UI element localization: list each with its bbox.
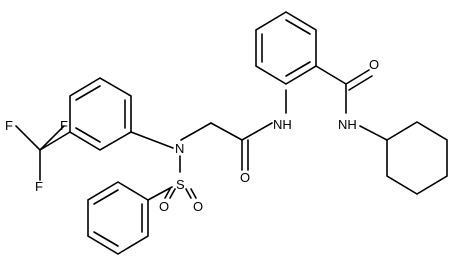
atom-label-sulfonamide-nitrogen: N — [175, 141, 184, 156]
phenyl-inner-double-bond-3 — [93, 231, 119, 247]
bond-c-f-top-left — [15, 125, 41, 151]
atom-label-sulfonyl-oxygen-right: O — [193, 199, 203, 214]
atom-label-fluorine-bottom: F — [35, 179, 43, 194]
bond-carbonyl-nh — [241, 122, 273, 141]
bond-sulfur-oxygen-right — [185, 188, 192, 199]
atom-label-amide-oxygen-right: O — [369, 57, 379, 72]
anthranil-inner-double-bond-3 — [285, 61, 311, 77]
atom-label-fluorine-top-right: F — [60, 118, 68, 133]
bond-nh-cyclohexyl — [359, 125, 388, 141]
atom-label-fluorine-top-left: F — [5, 118, 13, 133]
atom-label-sulfonyl-oxygen-left: O — [159, 199, 169, 214]
bond-carbonyl-oxygen-right — [345, 69, 370, 85]
atom-label-aniline-nh: NH — [273, 117, 292, 132]
bond-sulfur-oxygen-right-double — [190, 188, 197, 199]
ring-cyclohexyl — [386, 121, 448, 195]
bond-layer — [15, 11, 448, 255]
bond-nitrogen-ch2 — [180, 122, 212, 141]
ring-inner-double-bond-3 — [75, 127, 101, 143]
bond-sulfur-oxygen-left — [164, 188, 171, 199]
bond-cf3-ring — [39, 131, 71, 151]
bond-ring-carbonyl-right — [315, 65, 347, 85]
ring-inner-double-bond-1 — [75, 85, 101, 101]
ring-phenylsulfonyl — [87, 181, 149, 255]
label-layer: F F F N S O O O NH O NH — [5, 57, 379, 214]
bond-ch2-carbonyl — [210, 122, 243, 141]
phenyl-inner-double-bond-2 — [93, 189, 119, 205]
ring-anthranilamide — [255, 11, 317, 85]
bond-carbonyl-oxygen-right-double — [348, 75, 373, 91]
atom-label-sulfur: S — [176, 177, 185, 192]
bond-sulfur-phenyl — [147, 186, 173, 201]
atom-label-amide-oxygen-middle: O — [240, 170, 250, 185]
atom-label-cyclohexyl-nh: NH — [338, 117, 357, 132]
ring-trifluoromethylphenyl — [69, 77, 132, 151]
bond-ring-nitrogen — [130, 131, 174, 149]
anthranil-inner-double-bond-2 — [285, 19, 311, 35]
bond-c-f-top-right — [39, 125, 65, 151]
bond-sulfur-oxygen-left-double — [169, 188, 176, 199]
